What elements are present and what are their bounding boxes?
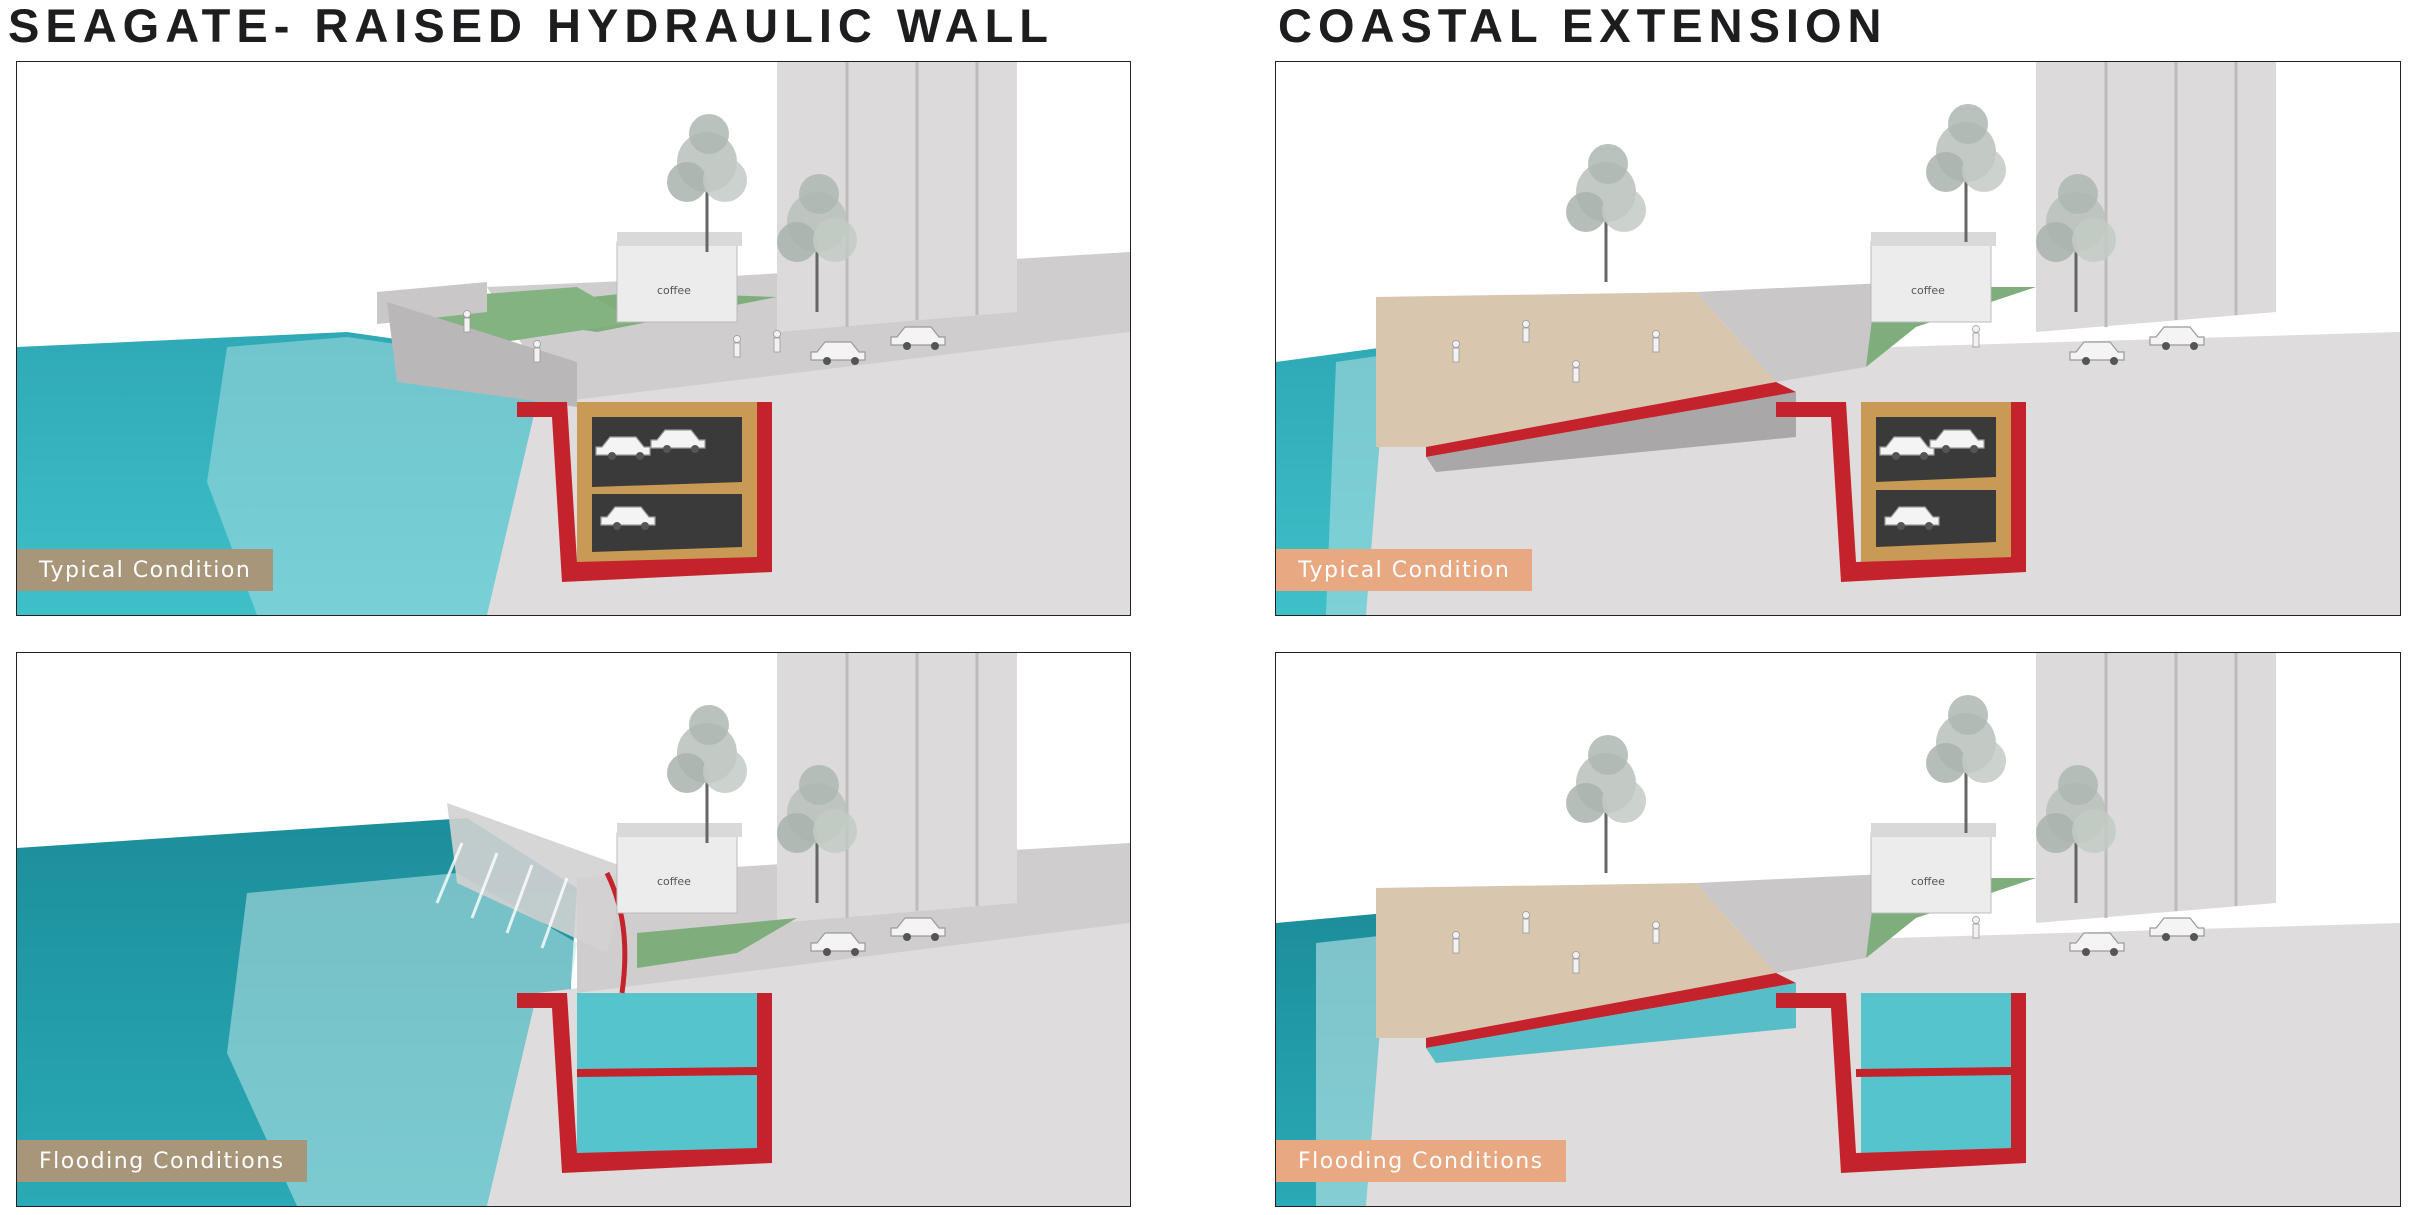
coffee-kiosk bbox=[1870, 241, 1992, 323]
under-deck-flood bbox=[1426, 983, 1796, 1063]
condition-label: Flooding Conditions bbox=[17, 1140, 307, 1182]
coffee-kiosk bbox=[616, 241, 738, 323]
riverbank-slope bbox=[227, 873, 577, 1206]
riverbank-slope bbox=[207, 337, 557, 615]
seagate-typical-diagram: coffee bbox=[17, 62, 1130, 615]
seagate-flooding-diagram: coffee bbox=[17, 653, 1130, 1206]
floodwall-section bbox=[517, 402, 772, 582]
coastal-extension-title: COASTAL EXTENSION bbox=[1278, 0, 1888, 52]
coastal-typical-diagram: coffee bbox=[1276, 62, 2400, 615]
building bbox=[2036, 653, 2276, 923]
building bbox=[777, 62, 1017, 332]
floodwall-section bbox=[1776, 402, 2026, 582]
deck-edge bbox=[1426, 973, 1796, 1048]
condition-label: Typical Condition bbox=[17, 549, 274, 591]
kiosk-sign: coffee bbox=[1911, 875, 1945, 888]
coastal-typical-panel: coffee Typical Condition bbox=[1275, 61, 2401, 616]
coffee-kiosk bbox=[616, 832, 738, 914]
kiosk-sign: coffee bbox=[657, 875, 691, 888]
building bbox=[777, 653, 1017, 923]
deck-edge bbox=[1426, 382, 1796, 457]
coffee-kiosk bbox=[1870, 832, 1992, 914]
condition-label: Typical Condition bbox=[1276, 549, 1533, 591]
floodwall-section bbox=[1776, 993, 2026, 1173]
seagate-title: SEAGATE- RAISED HYDRAULIC WALL bbox=[8, 0, 1055, 52]
condition-label: Flooding Conditions bbox=[1276, 1140, 1566, 1182]
seagate-typical-panel: coffee Typical Condition bbox=[16, 61, 1131, 616]
building bbox=[2036, 62, 2276, 332]
coastal-flooding-diagram: coffee bbox=[1276, 653, 2400, 1206]
seagate-flooding-panel: coffee Flooding Conditions bbox=[16, 652, 1131, 1207]
kiosk-sign: coffee bbox=[657, 284, 691, 297]
raised-hydraulic-wall bbox=[447, 803, 627, 953]
floodwall-section bbox=[517, 993, 772, 1173]
coastal-flooding-panel: coffee Flooding Conditions bbox=[1275, 652, 2401, 1207]
lawn bbox=[637, 918, 797, 968]
kiosk-sign: coffee bbox=[1911, 284, 1945, 297]
